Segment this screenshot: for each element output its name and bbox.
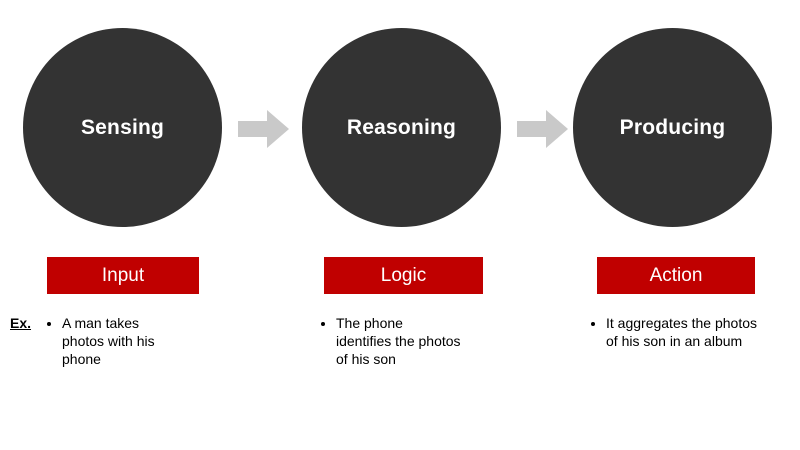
stage-circle-label: Sensing <box>80 115 165 139</box>
stage-circle-sensing: Sensing <box>23 28 222 227</box>
example-text-reasoning: The phone identifies the photos of his s… <box>322 314 462 369</box>
stage-box-label: Logic <box>380 265 427 286</box>
example-text-producing: It aggregates the photos of his son in a… <box>592 314 757 350</box>
stage-circle-label: Reasoning <box>346 115 457 139</box>
stage-circle-label: Producing <box>619 115 726 139</box>
stage-box-label: Input <box>101 265 145 286</box>
stage-box-action: Action <box>597 257 755 294</box>
stage-box-logic: Logic <box>324 257 483 294</box>
example-prefix-label: Ex. <box>10 315 32 331</box>
list-item: It aggregates the photos of his son in a… <box>606 314 757 350</box>
stage-circle-producing: Producing <box>573 28 772 227</box>
example-text-sensing: A man takes photos with his phone <box>48 314 178 369</box>
arrow-right-icon <box>238 110 289 148</box>
stage-circle-reasoning: Reasoning <box>302 28 501 227</box>
example-list: A man takes photos with his phone <box>48 314 178 369</box>
arrow-right-icon <box>517 110 568 148</box>
stage-box-label: Action <box>649 265 703 286</box>
list-item: The phone identifies the photos of his s… <box>336 314 462 369</box>
example-list: It aggregates the photos of his son in a… <box>592 314 757 350</box>
list-item: A man takes photos with his phone <box>62 314 178 369</box>
stage-box-input: Input <box>47 257 199 294</box>
example-list: The phone identifies the photos of his s… <box>322 314 462 369</box>
